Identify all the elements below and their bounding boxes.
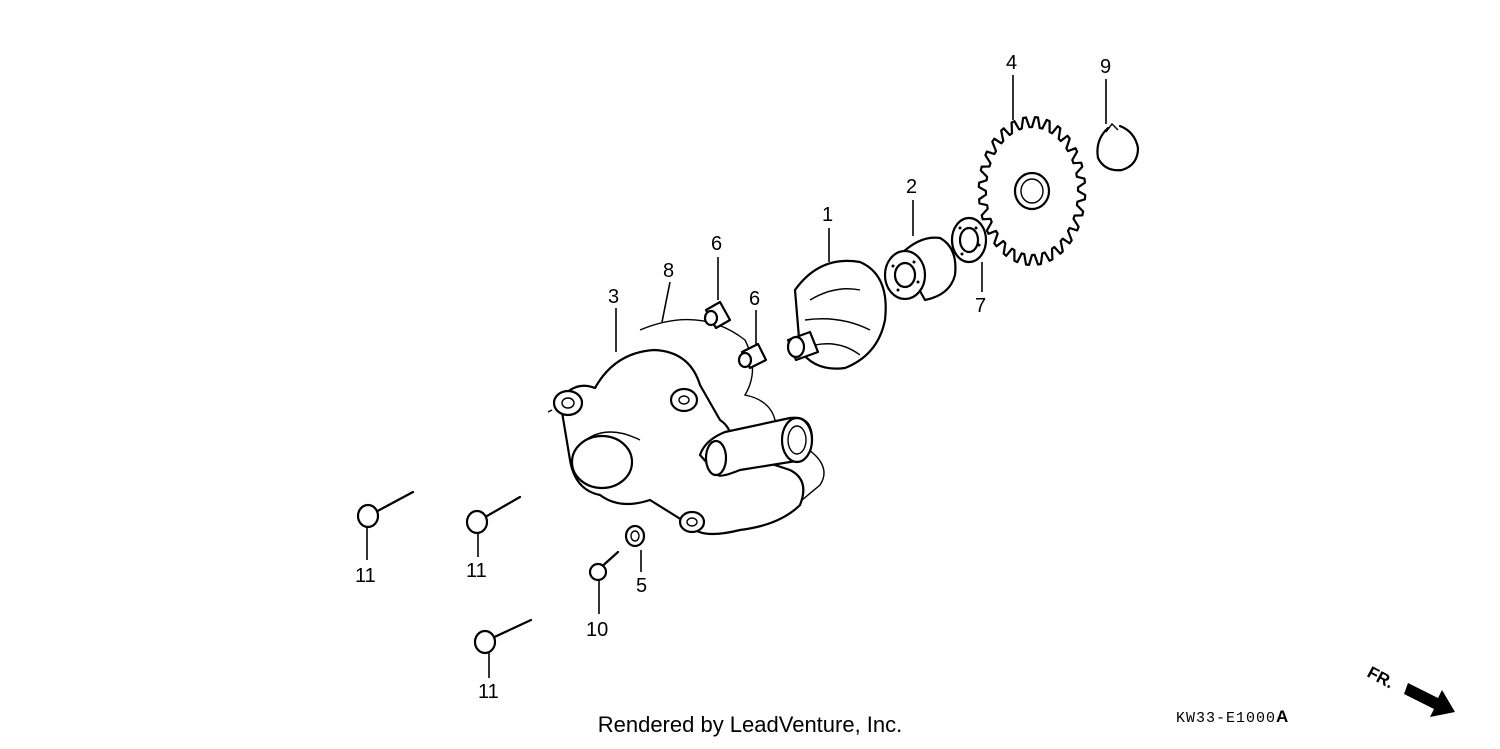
front-direction-indicator: FR. [1364,663,1455,717]
callout-9: 9 [1100,56,1111,78]
callout-5: 5 [636,575,647,597]
impeller-part-1[interactable] [786,259,887,370]
leader-lines [366,75,1107,678]
pump-driven-gear-part-4[interactable] [977,116,1087,266]
callout-11-left: 11 [355,565,376,587]
callout-7: 7 [975,295,986,317]
flange-bolt-part-11-left[interactable] [356,490,415,529]
flange-bolt-part-11-middle[interactable] [465,495,522,535]
callout-11-bottom: 11 [478,681,499,703]
snap-ring-part-9[interactable] [1096,122,1140,172]
flange-bolt-part-11-bottom[interactable] [473,618,533,655]
mechanical-seal-part-2[interactable] [883,236,957,302]
callout-3: 3 [608,286,619,308]
bolt-part-10[interactable] [588,550,620,582]
diagram-code-suffix: A [1276,707,1290,726]
callout-1: 1 [822,204,833,226]
washer-part-5[interactable] [624,524,646,548]
rendered-by-credit: Rendered by LeadVenture, Inc. [597,712,903,737]
oil-seal-part-7[interactable] [950,216,988,264]
front-direction-label: FR. [1364,663,1397,693]
pump-cover-part-3[interactable] [547,318,825,536]
callout-2: 2 [906,176,917,198]
callout-6-lower: 6 [749,288,760,310]
diagram-code: KW33-E1000A [1176,707,1289,727]
callout-8: 8 [663,260,674,282]
callout-4: 4 [1006,52,1017,74]
callout-6-upper: 6 [711,233,722,255]
callout-11-middle: 11 [466,560,487,582]
dowel-pin-part-6-lower[interactable] [737,342,768,370]
front-direction-arrow-icon [1404,683,1455,717]
callout-labels: 1 2 3 4 5 6 6 7 8 9 10 11 11 11 [355,52,1111,703]
callout-10: 10 [586,619,608,641]
dowel-pin-part-6-upper[interactable] [703,300,732,330]
diagram-code-main: KW33-E1000 [1176,710,1277,727]
